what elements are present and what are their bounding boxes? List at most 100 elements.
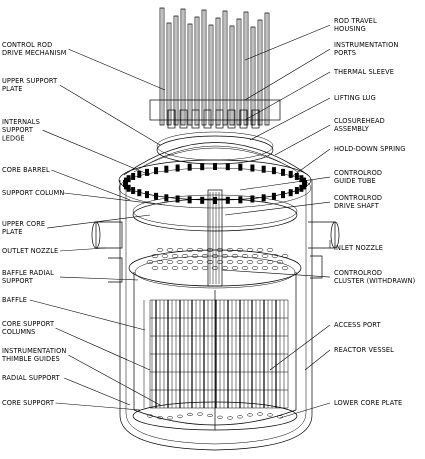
label-upper-core-plate-line: PLATE	[2, 228, 23, 236]
leader-lifting-lug	[249, 97, 331, 141]
outlet-nozzle-shape	[91, 221, 123, 283]
flange-stud	[137, 170, 142, 178]
leader-baffle	[29, 299, 146, 331]
leader-upper-core-plate	[46, 214, 151, 229]
label-core-support-columns-line: CORE SUPPORT	[2, 320, 55, 328]
flange-stud	[261, 165, 266, 173]
label-rod-travel-housing-line: HOUSING	[334, 25, 366, 33]
core-barrel-shape	[133, 272, 297, 430]
label-closurehead-assembly-line: ASSEMBLY	[334, 125, 370, 133]
leader-core-support-columns	[55, 327, 151, 371]
lower-core-plate-shape	[132, 401, 298, 431]
flange-stud	[164, 165, 169, 173]
flange-stud	[225, 196, 230, 204]
flange-stud	[175, 164, 180, 172]
reactor-vessel-shell	[119, 180, 313, 451]
label-core-barrel-line: CORE BARREL	[2, 166, 50, 174]
leader-thermal-sleeve	[244, 71, 331, 121]
leader-radial-support	[64, 377, 131, 406]
flange-stud	[225, 163, 230, 171]
flange-stud	[238, 163, 243, 171]
flange-stud	[200, 163, 205, 171]
flange-stud	[271, 167, 276, 175]
flange-stud	[250, 164, 255, 172]
right-labels: ROD TRAVELHOUSINGINSTRUMENTATIONPORTSTHE…	[333, 17, 415, 407]
label-reactor-vessel-line: REACTOR VESSEL	[334, 346, 394, 354]
label-hold-down-spring-line: HOLD-DOWN SPRING	[334, 145, 405, 153]
control-rod-cluster-shape	[207, 189, 223, 287]
leader-access-port	[269, 324, 331, 371]
flange-stud	[250, 195, 255, 203]
label-outlet-nozzle-line: OUTLET NOZZLE	[2, 247, 58, 255]
label-baffle-line: BAFFLE	[2, 296, 27, 304]
label-controlrod-guide-tube-line: CONTROLROD	[334, 169, 382, 177]
leader-reactor-vessel	[304, 349, 331, 371]
flange-stud	[294, 187, 299, 195]
rod-travel-housings	[149, 7, 281, 129]
leader-hold-down-spring	[289, 148, 331, 179]
flange-stud	[213, 197, 217, 204]
leader-closurehead-assembly	[274, 124, 331, 156]
fuel-assemblies	[150, 189, 288, 409]
flange-stud	[154, 192, 159, 200]
label-inlet-nozzle: INLET NOZZLE	[334, 244, 383, 252]
label-control-rod-drive-mechanism-line: CONTROL ROD	[2, 41, 52, 49]
label-instrumentation-thimble-guides-line: THIMBLE GUIDES	[1, 355, 60, 363]
label-controlrod-drive-shaft-line: DRIVE SHAFT	[334, 202, 380, 210]
leader-controlrod-drive-shaft	[224, 201, 331, 216]
upper-core-plate-holes	[146, 248, 289, 270]
label-core-barrel: CORE BARREL	[2, 166, 50, 174]
label-thermal-sleeve-line: THERMAL SLEEVE	[333, 68, 394, 76]
label-support-column-line: SUPPORT COLUMN	[2, 189, 64, 197]
flange-stud	[302, 182, 307, 190]
label-upper-support-plate-line: PLATE	[2, 85, 23, 93]
label-internals-support-ledge-line: LEDGE	[2, 134, 25, 142]
label-controlrod-cluster-line: CONTROLROD	[334, 269, 382, 277]
flange-stud	[271, 192, 276, 200]
closure-head-assembly	[123, 142, 309, 176]
flange-stud	[137, 189, 142, 197]
leader-baffle-radial-support	[59, 276, 139, 281]
leader-outlet-nozzle	[59, 247, 106, 252]
label-internals-support-ledge-line: INTERNALS	[2, 118, 40, 126]
label-instrumentation-ports-line: INSTRUMENTATION	[334, 41, 398, 49]
label-lifting-lug: LIFTING LUG	[334, 94, 376, 102]
flange-stud	[126, 184, 131, 192]
label-inlet-nozzle-line: INLET NOZZLE	[334, 244, 383, 252]
upper-core-plate-shape	[132, 198, 298, 232]
label-lifting-lug-line: LIFTING LUG	[334, 94, 376, 102]
flange-stud	[123, 177, 128, 185]
leader-instrumentation-thimble-guides	[68, 354, 161, 406]
flange-stud	[164, 194, 169, 202]
flange-stud	[288, 170, 293, 178]
label-outlet-nozzle: OUTLET NOZZLE	[2, 247, 58, 255]
label-closurehead-assembly-line: CLOSUREHEAD	[334, 117, 385, 125]
leader-support-column	[64, 192, 166, 206]
label-lower-core-plate: LOWER CORE PLATE	[334, 399, 402, 407]
leader-core-barrel	[51, 169, 131, 201]
leader-upper-support-plate	[59, 84, 161, 146]
label-access-port: ACCESS PORT	[334, 321, 381, 329]
inlet-nozzle-shape	[308, 221, 340, 279]
label-core-support-line: CORE SUPPORT	[2, 399, 55, 407]
flange-stud	[299, 184, 304, 192]
flange-stud	[126, 175, 131, 183]
flange-stud	[288, 189, 293, 197]
label-support-column: SUPPORT COLUMN	[2, 189, 64, 197]
flange-stud	[131, 187, 136, 195]
label-reactor-vessel: REACTOR VESSEL	[334, 346, 394, 354]
label-baffle-radial-support-line: BAFFLE RADIAL	[2, 269, 54, 277]
leader-rod-travel-housing	[244, 24, 331, 61]
